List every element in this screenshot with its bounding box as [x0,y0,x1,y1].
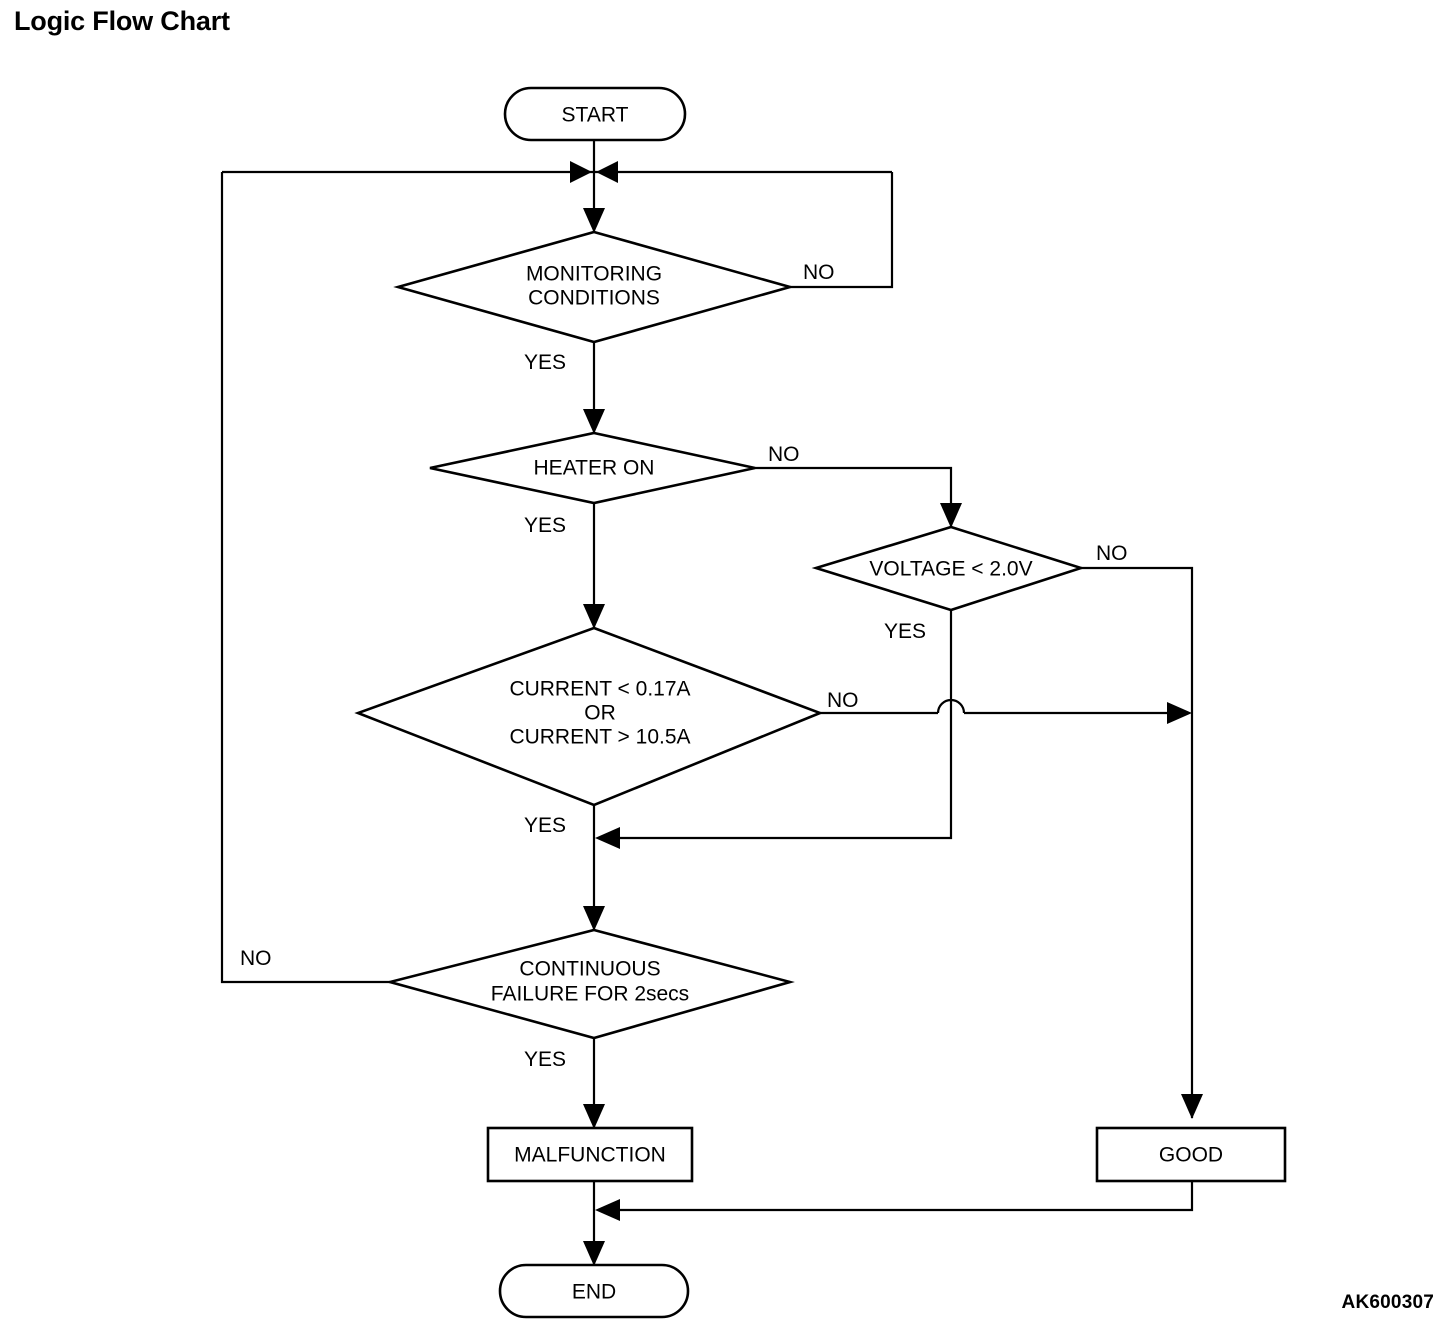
edge-label-voltage-yes: YES [884,620,926,643]
edge-label-current-no: NO [827,689,859,712]
node-good [1095,1126,1287,1183]
junction-arrow-left [570,161,592,183]
node-good-label: GOOD [1159,1144,1223,1167]
edge-label-current-yes: YES [524,814,566,837]
figure-code-label: AK600307 [1341,1292,1434,1313]
edge-voltage-yes [608,610,953,840]
node-voltage [811,525,1086,612]
node-voltage-label: VOLTAGE < 2.0V [869,558,1032,581]
node-continuous-failure [384,928,795,1040]
node-heater-on [429,431,756,505]
node-malfunction [486,1126,694,1183]
node-malfunction-label: MALFUNCTION [514,1144,666,1167]
edge-continuous-no-left-vertical [220,172,390,984]
arrow-into-end [583,1241,605,1266]
arrow-voltage-yes-merge [595,827,620,849]
arrow-into-continuous [583,906,605,931]
arrow-into-heater [583,409,605,434]
arrow-into-good [1181,1094,1203,1119]
edge-heater-no [755,466,953,527]
junction-arrow-right [596,161,618,183]
node-monitoring-conditions [393,230,795,344]
line-hop-bridge [936,698,966,714]
edge-good-to-end [608,1181,1194,1212]
arrow-good-merge [595,1199,620,1221]
arrow-into-current [583,604,605,629]
node-current [354,626,824,807]
arrow-into-monitoring [583,208,605,233]
edge-label-heater-yes: YES [524,514,566,537]
node-current-line1: CURRENT < 0.17A [509,678,690,701]
node-heater-label: HEATER ON [534,457,655,480]
node-monitoring-line1: MONITORING [526,263,662,286]
edge-label-continuous-yes: YES [524,1048,566,1071]
page-title: Logic Flow Chart [14,6,230,36]
edge-label-monitoring-no: NO [803,261,835,284]
node-continuous-line2: FAILURE FOR 2secs [491,983,689,1006]
arrow-into-voltage [940,503,962,528]
edge-label-voltage-no: NO [1096,542,1128,565]
node-current-line2: OR [584,702,616,725]
edge-monitoring-no-right-vertical [790,172,894,289]
arrow-current-no-to-right-vertical [1167,702,1192,724]
node-start-label: START [562,104,629,127]
arrow-into-malfunction [583,1104,605,1129]
edge-voltage-no [1081,566,1194,1118]
node-end-label: END [572,1281,616,1304]
node-monitoring-line2: CONDITIONS [528,287,660,310]
node-end [498,1263,690,1319]
node-continuous-line1: CONTINUOUS [519,958,660,981]
edge-label-heater-no: NO [768,443,800,466]
node-start [503,86,687,142]
edge-label-continuous-no: NO [240,947,272,970]
node-current-line3: CURRENT > 10.5A [509,726,690,749]
edge-label-monitoring-yes: YES [524,351,566,374]
